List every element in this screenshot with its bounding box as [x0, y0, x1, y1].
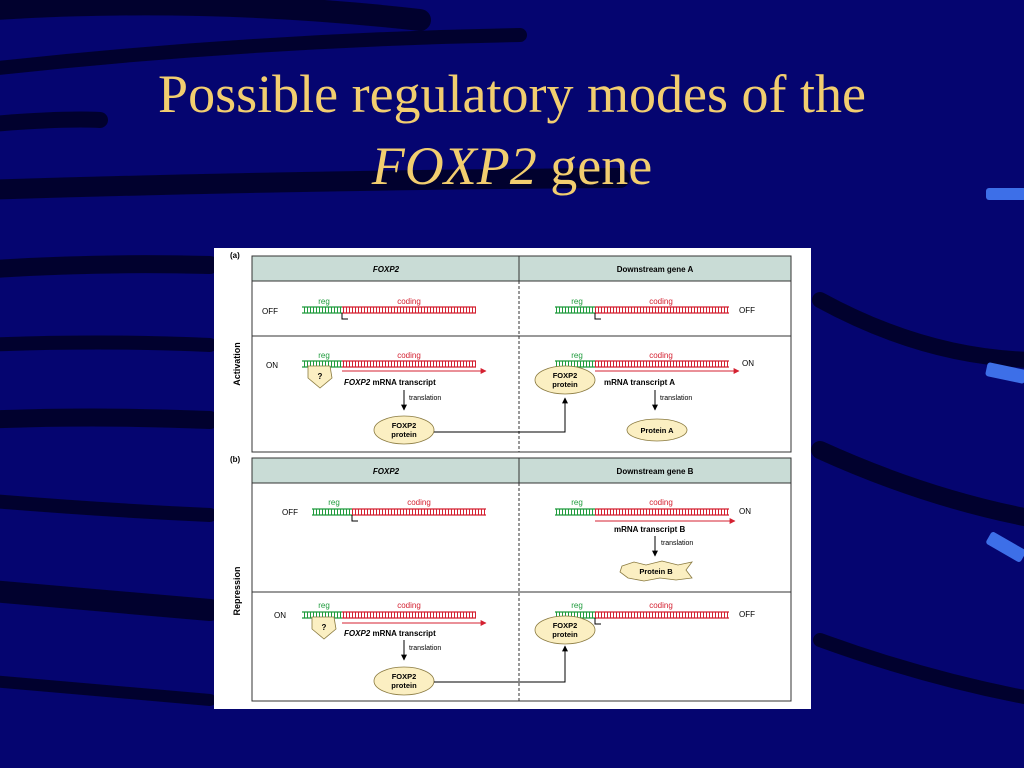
a-left-off-coding-region: [342, 307, 476, 313]
panel-b-tag: (b): [230, 455, 241, 464]
a-foxp2-protein-line1: FOXP2: [392, 421, 417, 430]
a-right-transcript-label: mRNA transcript A: [604, 378, 675, 387]
a-left-on-coding-label: coding: [397, 351, 421, 360]
panel-b: (b) FOXP2 Downstream gene B Repression O…: [230, 455, 792, 702]
a-foxp2-protein-line2: protein: [391, 430, 417, 439]
a-left-off-reg-region: [302, 307, 342, 313]
b-bound-protein-line1: FOXP2: [553, 621, 578, 630]
panel-a-header: [251, 255, 792, 282]
a-unknown-factor-label: ?: [318, 372, 323, 381]
protein-b-node: [619, 560, 693, 582]
b-protein-to-gene-arrow: [434, 645, 568, 683]
panel-a-tag: (a): [230, 251, 240, 260]
a-right-off-coding-region: [595, 307, 729, 313]
b-left-on-coding-label: coding: [397, 601, 421, 610]
panel-a: (a) FOXP2 Downstream gene A Activation O…: [230, 251, 792, 453]
a-right-on-reg-label: reg: [571, 351, 583, 360]
b-right-on-reg-label: reg: [571, 498, 583, 507]
b-foxp2-protein-node: [373, 666, 435, 696]
a-left-on-label: ON: [266, 361, 278, 370]
a-right-on-label: ON: [742, 359, 754, 368]
a-right-on-coding-label: coding: [649, 351, 673, 360]
panel-b-side-label: Repression: [232, 566, 242, 615]
b-left-translation-label: translation: [409, 645, 441, 652]
a-protein-to-gene-arrow: [434, 397, 568, 433]
b-right-off-reg-label: reg: [571, 601, 583, 610]
title-gene-name: FOXP2: [371, 136, 537, 196]
b-unknown-factor-label: ?: [322, 623, 327, 632]
panel-a-col-left: FOXP2: [373, 265, 400, 274]
panel-a-side-label: Activation: [232, 342, 242, 386]
protein-a-node: [626, 418, 688, 442]
a-right-off-label: OFF: [739, 306, 755, 315]
a-left-off-coding-label: coding: [397, 297, 421, 306]
a-left-off-reg-label: reg: [318, 297, 330, 306]
a-bound-protein-line2: protein: [552, 380, 578, 389]
regulation-figure: (a) FOXP2 Downstream gene A Activation O…: [214, 248, 811, 709]
b-right-on-coding-label: coding: [649, 498, 673, 507]
b-left-off-label: OFF: [282, 508, 298, 517]
b-left-off-reg-label: reg: [328, 498, 340, 507]
a-foxp2-transcript-label: FOXP2 mRNA transcript: [344, 378, 436, 387]
title-line-1: Possible regulatory modes of the: [158, 64, 866, 124]
b-bound-protein-line2: protein: [552, 630, 578, 639]
a-right-off-reg-label: reg: [571, 297, 583, 306]
b-right-translation-label: translation: [661, 540, 693, 547]
a-left-translation-label: translation: [409, 395, 441, 402]
a-right-off-coding-label: coding: [649, 297, 673, 306]
accent-dashes: [985, 188, 1024, 562]
protein-b-label: Protein B: [639, 567, 673, 576]
a-bound-protein-line1: FOXP2: [553, 371, 578, 380]
b-foxp2-transcript-label: FOXP2 mRNA transcript: [344, 629, 436, 638]
slide-title: Possible regulatory modes of the FOXP2 g…: [0, 58, 1024, 202]
b-left-off-coding-label: coding: [407, 498, 431, 507]
a-unknown-factor-shape: [307, 365, 333, 389]
title-line-2: FOXP2 gene: [0, 130, 1024, 202]
b-right-on-label: ON: [739, 507, 751, 516]
a-right-translation-label: translation: [660, 395, 692, 402]
a-right-off-reg-region: [555, 307, 595, 313]
b-foxp2-protein-line2: protein: [391, 681, 417, 690]
a-left-off-start-site: [341, 313, 348, 320]
panel-b-col-left: FOXP2: [373, 467, 400, 476]
panel-b-col-right: Downstream gene B: [617, 467, 694, 476]
b-bound-foxp2-protein: [534, 615, 596, 645]
a-left-on-reg-label: reg: [318, 351, 330, 360]
b-unknown-factor-shape: [311, 616, 337, 640]
a-bound-foxp2-protein: [534, 365, 596, 395]
b-left-on-label: ON: [274, 611, 286, 620]
panel-b-header: [251, 457, 792, 484]
a-left-off-label: OFF: [262, 307, 278, 316]
b-right-off-label: OFF: [739, 610, 755, 619]
b-foxp2-protein-line1: FOXP2: [392, 672, 417, 681]
a-foxp2-protein-node: [373, 415, 435, 445]
b-left-on-reg-label: reg: [318, 601, 330, 610]
panel-a-col-right: Downstream gene A: [617, 265, 694, 274]
b-right-off-coding-label: coding: [649, 601, 673, 610]
title-suffix: gene: [536, 136, 653, 196]
b-right-transcript-label: mRNA transcript B: [614, 525, 685, 534]
protein-a-label: Protein A: [640, 426, 674, 435]
